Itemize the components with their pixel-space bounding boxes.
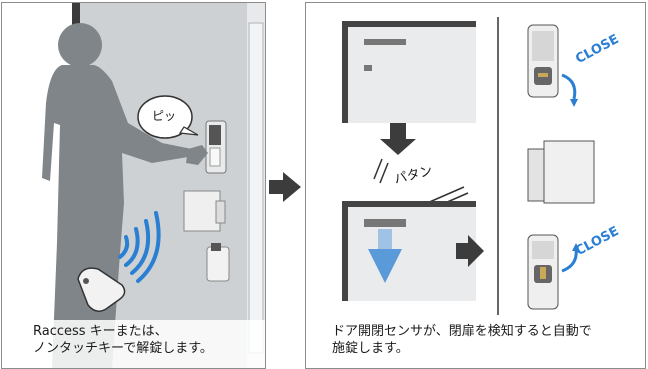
lower-lock <box>206 243 230 282</box>
bubble-text: ピッ <box>152 109 177 123</box>
key-fob-icon <box>77 267 126 312</box>
right-caption-line2: 施錠します。 <box>332 341 409 356</box>
lock-top <box>527 24 578 107</box>
left-caption-line2: ノンタッチキーで解錠します。 <box>33 341 213 356</box>
left-caption-line1: Raccess キーまたは、 <box>33 324 168 339</box>
speech-bubble <box>137 95 199 139</box>
signal-waves-icon <box>118 211 161 283</box>
smart-lock <box>205 120 227 174</box>
right-caption: ドア開閉センサが、閉扉を検知すると自動で 施錠します。 <box>332 323 592 357</box>
door-sensor-middle <box>527 140 595 204</box>
right-caption-line1: ドア開閉センサが、閉扉を検知すると自動で <box>332 324 592 339</box>
left-caption: Raccess キーまたは、 ノンタッチキーで解錠します。 <box>33 323 213 357</box>
door-open <box>342 21 476 123</box>
lock-bottom <box>527 234 580 310</box>
auto-lock-panel: パタン CLOSE CLOSE ドア開閉センサが、閉扉を検知すると自動で 施錠し… <box>305 2 646 369</box>
door-sensor <box>183 190 226 232</box>
arrow-down-icon <box>380 123 416 155</box>
unlock-panel: ピッ Raccess キーまたは、 ノンタッチキーで解錠します。 <box>1 2 266 369</box>
auto-lock-illustration <box>342 17 595 315</box>
unlock-illustration <box>2 3 265 368</box>
arrow-right-small-icon <box>456 235 484 267</box>
door-closed <box>342 201 476 301</box>
arrow-right-icon <box>269 172 301 202</box>
person-silhouette <box>42 23 208 368</box>
